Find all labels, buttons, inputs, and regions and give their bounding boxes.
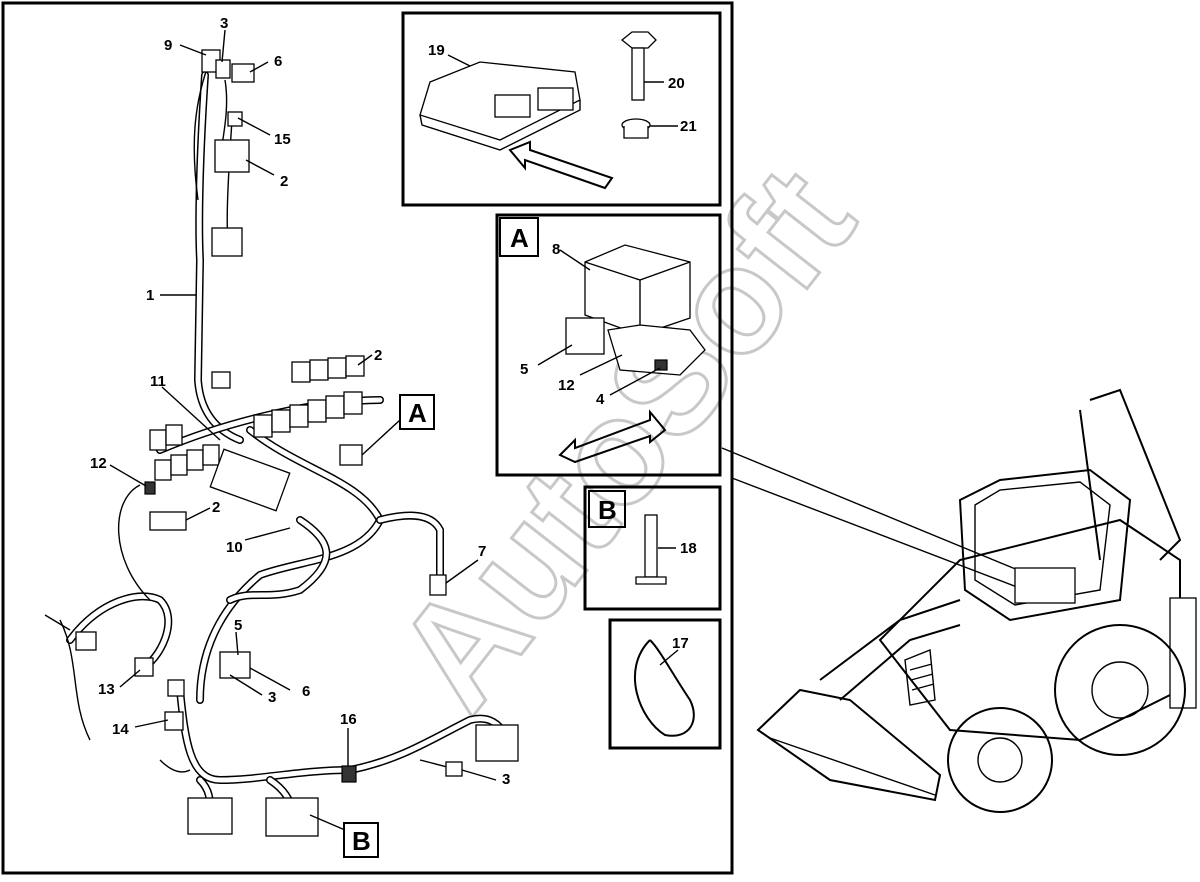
connector-15 bbox=[227, 111, 243, 127]
front-wheel bbox=[947, 707, 1053, 813]
connector-bottom-left-large bbox=[187, 797, 233, 835]
connector-row-mid bbox=[253, 391, 363, 438]
callout-5-detail: 5 bbox=[520, 361, 528, 378]
callout-12-detail: 12 bbox=[558, 377, 575, 394]
callout-2-mid: 2 bbox=[374, 347, 382, 364]
relay-block-8 bbox=[584, 244, 691, 336]
ecu-connector-left bbox=[494, 94, 531, 118]
leader-detail-a-to-machine bbox=[721, 447, 1031, 576]
callouts-main: 9 3 6 15 2 1 2 11 12 2 10 7 5 6 3 13 14 … bbox=[90, 15, 510, 788]
detail-ecu-box: 19 20 21 bbox=[401, 11, 722, 207]
connector-a-main bbox=[339, 444, 363, 466]
watermark: AutoSoft bbox=[361, 136, 886, 741]
callout-4: 4 bbox=[596, 391, 605, 408]
connector-14 bbox=[164, 711, 184, 731]
callout-1: 1 bbox=[146, 287, 154, 304]
detail-b-label-box bbox=[588, 490, 626, 528]
rear-wheel bbox=[1054, 624, 1186, 756]
backhoe-loader-illustration bbox=[756, 388, 1197, 813]
connector-3-lower bbox=[445, 761, 463, 777]
connector-13 bbox=[134, 657, 154, 677]
connector-2-block-upper bbox=[291, 355, 365, 383]
arrow-ecu bbox=[508, 140, 614, 190]
connector-bottom-right-large bbox=[265, 797, 319, 837]
leader-lines-main bbox=[109, 29, 497, 831]
callout-21: 21 bbox=[680, 118, 697, 135]
callout-14: 14 bbox=[112, 721, 129, 738]
ecu-connector-right bbox=[537, 87, 574, 111]
callout-20: 20 bbox=[668, 75, 685, 92]
main-wiring-harness bbox=[44, 49, 519, 837]
connector-12-detail bbox=[607, 324, 706, 376]
callout-6-top: 6 bbox=[274, 53, 282, 70]
connector-12-main bbox=[144, 481, 156, 495]
callout-15: 15 bbox=[274, 131, 291, 148]
cable-tie-17-icon bbox=[634, 639, 695, 737]
detail-b-label: B bbox=[598, 495, 617, 525]
detail-cable-tie-box: 17 bbox=[608, 618, 722, 750]
bolt-20-icon bbox=[620, 31, 657, 101]
callout-12-main: 12 bbox=[90, 455, 107, 472]
washer-nut-21-icon bbox=[621, 118, 651, 139]
connector-5-detail bbox=[565, 317, 605, 355]
connector-7 bbox=[429, 574, 447, 596]
callout-7: 7 bbox=[478, 543, 486, 560]
detail-a-label-box bbox=[499, 217, 539, 257]
callout-5: 5 bbox=[234, 617, 242, 634]
view-b-label-box-main bbox=[343, 822, 379, 858]
connector-mid-small bbox=[211, 371, 231, 389]
connector-2-top bbox=[214, 139, 250, 173]
view-a-label-main: A bbox=[408, 398, 427, 428]
callout-2-top: 2 bbox=[280, 173, 288, 190]
view-a-label-box-main bbox=[399, 394, 435, 430]
cab-controller-location bbox=[1014, 567, 1076, 604]
connector-5-6 bbox=[219, 651, 251, 679]
callout-17: 17 bbox=[672, 635, 689, 652]
connector-left-13a bbox=[75, 631, 97, 651]
watermark-text: AutoSoft bbox=[363, 137, 885, 739]
connector-4-detail bbox=[654, 359, 668, 371]
callout-10: 10 bbox=[226, 539, 243, 556]
callout-3-top: 3 bbox=[220, 15, 228, 32]
connector-6-top bbox=[231, 63, 255, 83]
main-harness-frame bbox=[1, 1, 734, 875]
connector-right-large bbox=[475, 724, 519, 762]
connector-16 bbox=[341, 765, 357, 783]
connector-block-11 bbox=[149, 424, 220, 481]
connector-3-mid bbox=[167, 679, 185, 697]
callout-2-lower: 2 bbox=[212, 499, 220, 516]
callout-3-lower: 3 bbox=[502, 771, 510, 788]
callout-18: 18 bbox=[680, 540, 697, 557]
ecu-bracket-10 bbox=[209, 448, 291, 512]
detail-b-box: B 18 bbox=[583, 485, 722, 611]
callout-3-mid: 3 bbox=[268, 689, 276, 706]
callout-19: 19 bbox=[428, 42, 445, 59]
arrow-detail-a bbox=[558, 409, 667, 464]
detail-a-box: A 8 5 12 4 bbox=[495, 213, 722, 477]
callout-16: 16 bbox=[340, 711, 357, 728]
callout-9: 9 bbox=[164, 37, 172, 54]
connector-upper-mid bbox=[211, 227, 243, 257]
leader-b-to-machine bbox=[731, 477, 1026, 591]
detail-a-label: A bbox=[510, 223, 529, 253]
connector-3-top bbox=[215, 59, 231, 79]
connector-2-lower bbox=[149, 511, 187, 531]
callout-6-mid: 6 bbox=[302, 683, 310, 700]
view-b-label-main: B bbox=[352, 826, 371, 856]
callout-13: 13 bbox=[98, 681, 115, 698]
callout-8: 8 bbox=[552, 241, 560, 258]
screw-18-icon bbox=[635, 514, 667, 585]
callout-11: 11 bbox=[150, 373, 166, 390]
